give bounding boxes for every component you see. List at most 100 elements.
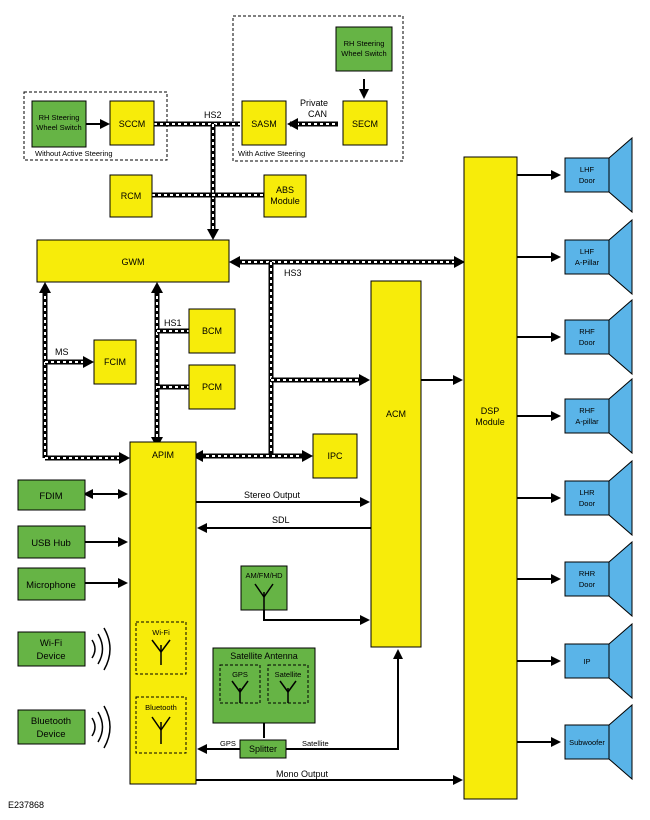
svg-text:GPS: GPS	[232, 670, 248, 679]
bcm-module: BCM	[188, 308, 236, 354]
svg-text:DSP: DSP	[481, 406, 500, 416]
bus-label-can: CAN	[308, 109, 327, 119]
speaker-label: Door	[579, 580, 596, 589]
fdim-module: FDIM	[17, 479, 86, 511]
bus-label-ms: MS	[55, 347, 69, 357]
svg-text:SASM: SASM	[251, 119, 277, 129]
speaker-label: LHF	[580, 165, 595, 174]
speaker-label: RHR	[579, 569, 596, 578]
svg-text:Satellite Antenna: Satellite Antenna	[230, 651, 298, 661]
svg-text:Device: Device	[36, 729, 65, 740]
bluetooth-device: Bluetooth Device	[17, 709, 86, 745]
svg-text:Wi-Fi: Wi-Fi	[152, 628, 170, 637]
svg-text:Microphone: Microphone	[26, 580, 76, 591]
svg-text:Module: Module	[475, 417, 505, 427]
gps-antenna-icon	[231, 680, 249, 703]
svg-text:FCIM: FCIM	[104, 357, 126, 367]
speaker-arrows	[517, 170, 561, 747]
speaker-label: Subwoofer	[569, 738, 605, 747]
group-label-with: With Active Steering	[238, 149, 305, 158]
satellite-antenna: Satellite Antenna GPS Satellite	[212, 647, 316, 724]
label-satellite-out: Satellite	[302, 739, 329, 748]
label-sdl: SDL	[272, 515, 290, 525]
am-fm-hd-antenna: AM/FM/HD	[240, 565, 288, 611]
ipc-module: IPC	[312, 433, 358, 479]
speaker-8: Subwoofer	[564, 703, 633, 781]
svg-text:FDIM: FDIM	[39, 491, 62, 502]
acm-module: ACM	[370, 280, 422, 648]
bus-lines	[42, 121, 458, 461]
svg-text:GWM: GWM	[122, 257, 145, 267]
sccm-module: SCCM	[109, 100, 155, 146]
speaker-label: A-pillar	[575, 417, 599, 426]
group-label-without: Without Active Steering	[35, 149, 113, 158]
speaker-2: LHF A-Pillar	[564, 218, 633, 296]
label-gps-out: GPS	[220, 739, 236, 748]
wifi-antenna-icon	[151, 639, 171, 665]
speaker-label: RHF	[579, 406, 595, 415]
radio-antenna-icon	[254, 583, 274, 610]
sasm-module: SASM	[241, 100, 287, 146]
speaker-label: Door	[579, 338, 596, 347]
group-with-active-steering	[232, 15, 404, 162]
apim-module: APIM Wi-Fi Bluetooth	[129, 441, 197, 785]
label-mono-output: Mono Output	[276, 769, 329, 779]
bus-label-hs3: HS3	[284, 268, 302, 278]
secm-module: SECM	[342, 100, 388, 146]
svg-text:SCCM: SCCM	[119, 119, 146, 129]
speaker-label: IP	[583, 657, 590, 666]
speaker-label: LHF	[580, 247, 595, 256]
speaker-label: Door	[579, 499, 596, 508]
svg-text:Bluetooth: Bluetooth	[145, 703, 177, 712]
svg-text:Bluetooth: Bluetooth	[31, 716, 71, 727]
usb-hub: USB Hub	[17, 525, 86, 559]
fcim-module: FCIM	[93, 339, 137, 385]
svg-text:IPC: IPC	[327, 451, 343, 461]
svg-text:Wi-Fi: Wi-Fi	[40, 638, 62, 649]
wifi-wave-icon	[91, 627, 111, 671]
svg-text:APIM: APIM	[152, 450, 174, 460]
speaker-4: RHF A-pillar	[564, 377, 633, 455]
bt-internal-box	[135, 696, 187, 754]
svg-text:Device: Device	[36, 651, 65, 662]
svg-text:USB Hub: USB Hub	[31, 538, 71, 549]
svg-text:ACM: ACM	[386, 409, 406, 419]
wifi-device: Wi-Fi Device	[17, 631, 86, 667]
bus-label-hs2: HS2	[204, 110, 222, 120]
svg-text:Splitter: Splitter	[249, 744, 277, 754]
svg-text:SECM: SECM	[352, 119, 378, 129]
pcm-module: PCM	[188, 364, 236, 410]
svg-text:Satellite: Satellite	[275, 670, 302, 679]
gwm-module: GWM	[36, 239, 230, 283]
splitter: Splitter	[239, 739, 287, 759]
speaker-label: Door	[579, 176, 596, 185]
svg-text:PCM: PCM	[202, 382, 222, 392]
dsp-module: DSP Module	[463, 156, 518, 800]
speakers: LHFDoorLHFA-PillarRHFDoorRHFA-pillarLHRD…	[564, 136, 633, 781]
svg-text:RCM: RCM	[121, 191, 142, 201]
rcm-module: RCM	[109, 174, 153, 218]
satellite-antenna-icon	[279, 680, 297, 703]
bt-antenna-icon	[151, 716, 171, 744]
figure-id: E237868	[8, 800, 44, 810]
bus-label-private: Private	[300, 98, 328, 108]
speaker-label: A-Pillar	[575, 258, 600, 267]
bus-label-hs1: HS1	[164, 318, 182, 328]
speaker-6: RHR Door	[564, 540, 633, 618]
bluetooth-wave-icon	[91, 705, 111, 749]
speaker-label: RHF	[579, 327, 595, 336]
label-stereo-output: Stereo Output	[244, 490, 301, 500]
speaker-1: LHF Door	[564, 136, 633, 214]
speaker-3: RHF Door	[564, 298, 633, 376]
wifi-internal-box	[135, 621, 187, 675]
svg-text:AM/FM/HD: AM/FM/HD	[245, 571, 283, 580]
microphone: Microphone	[17, 567, 86, 601]
